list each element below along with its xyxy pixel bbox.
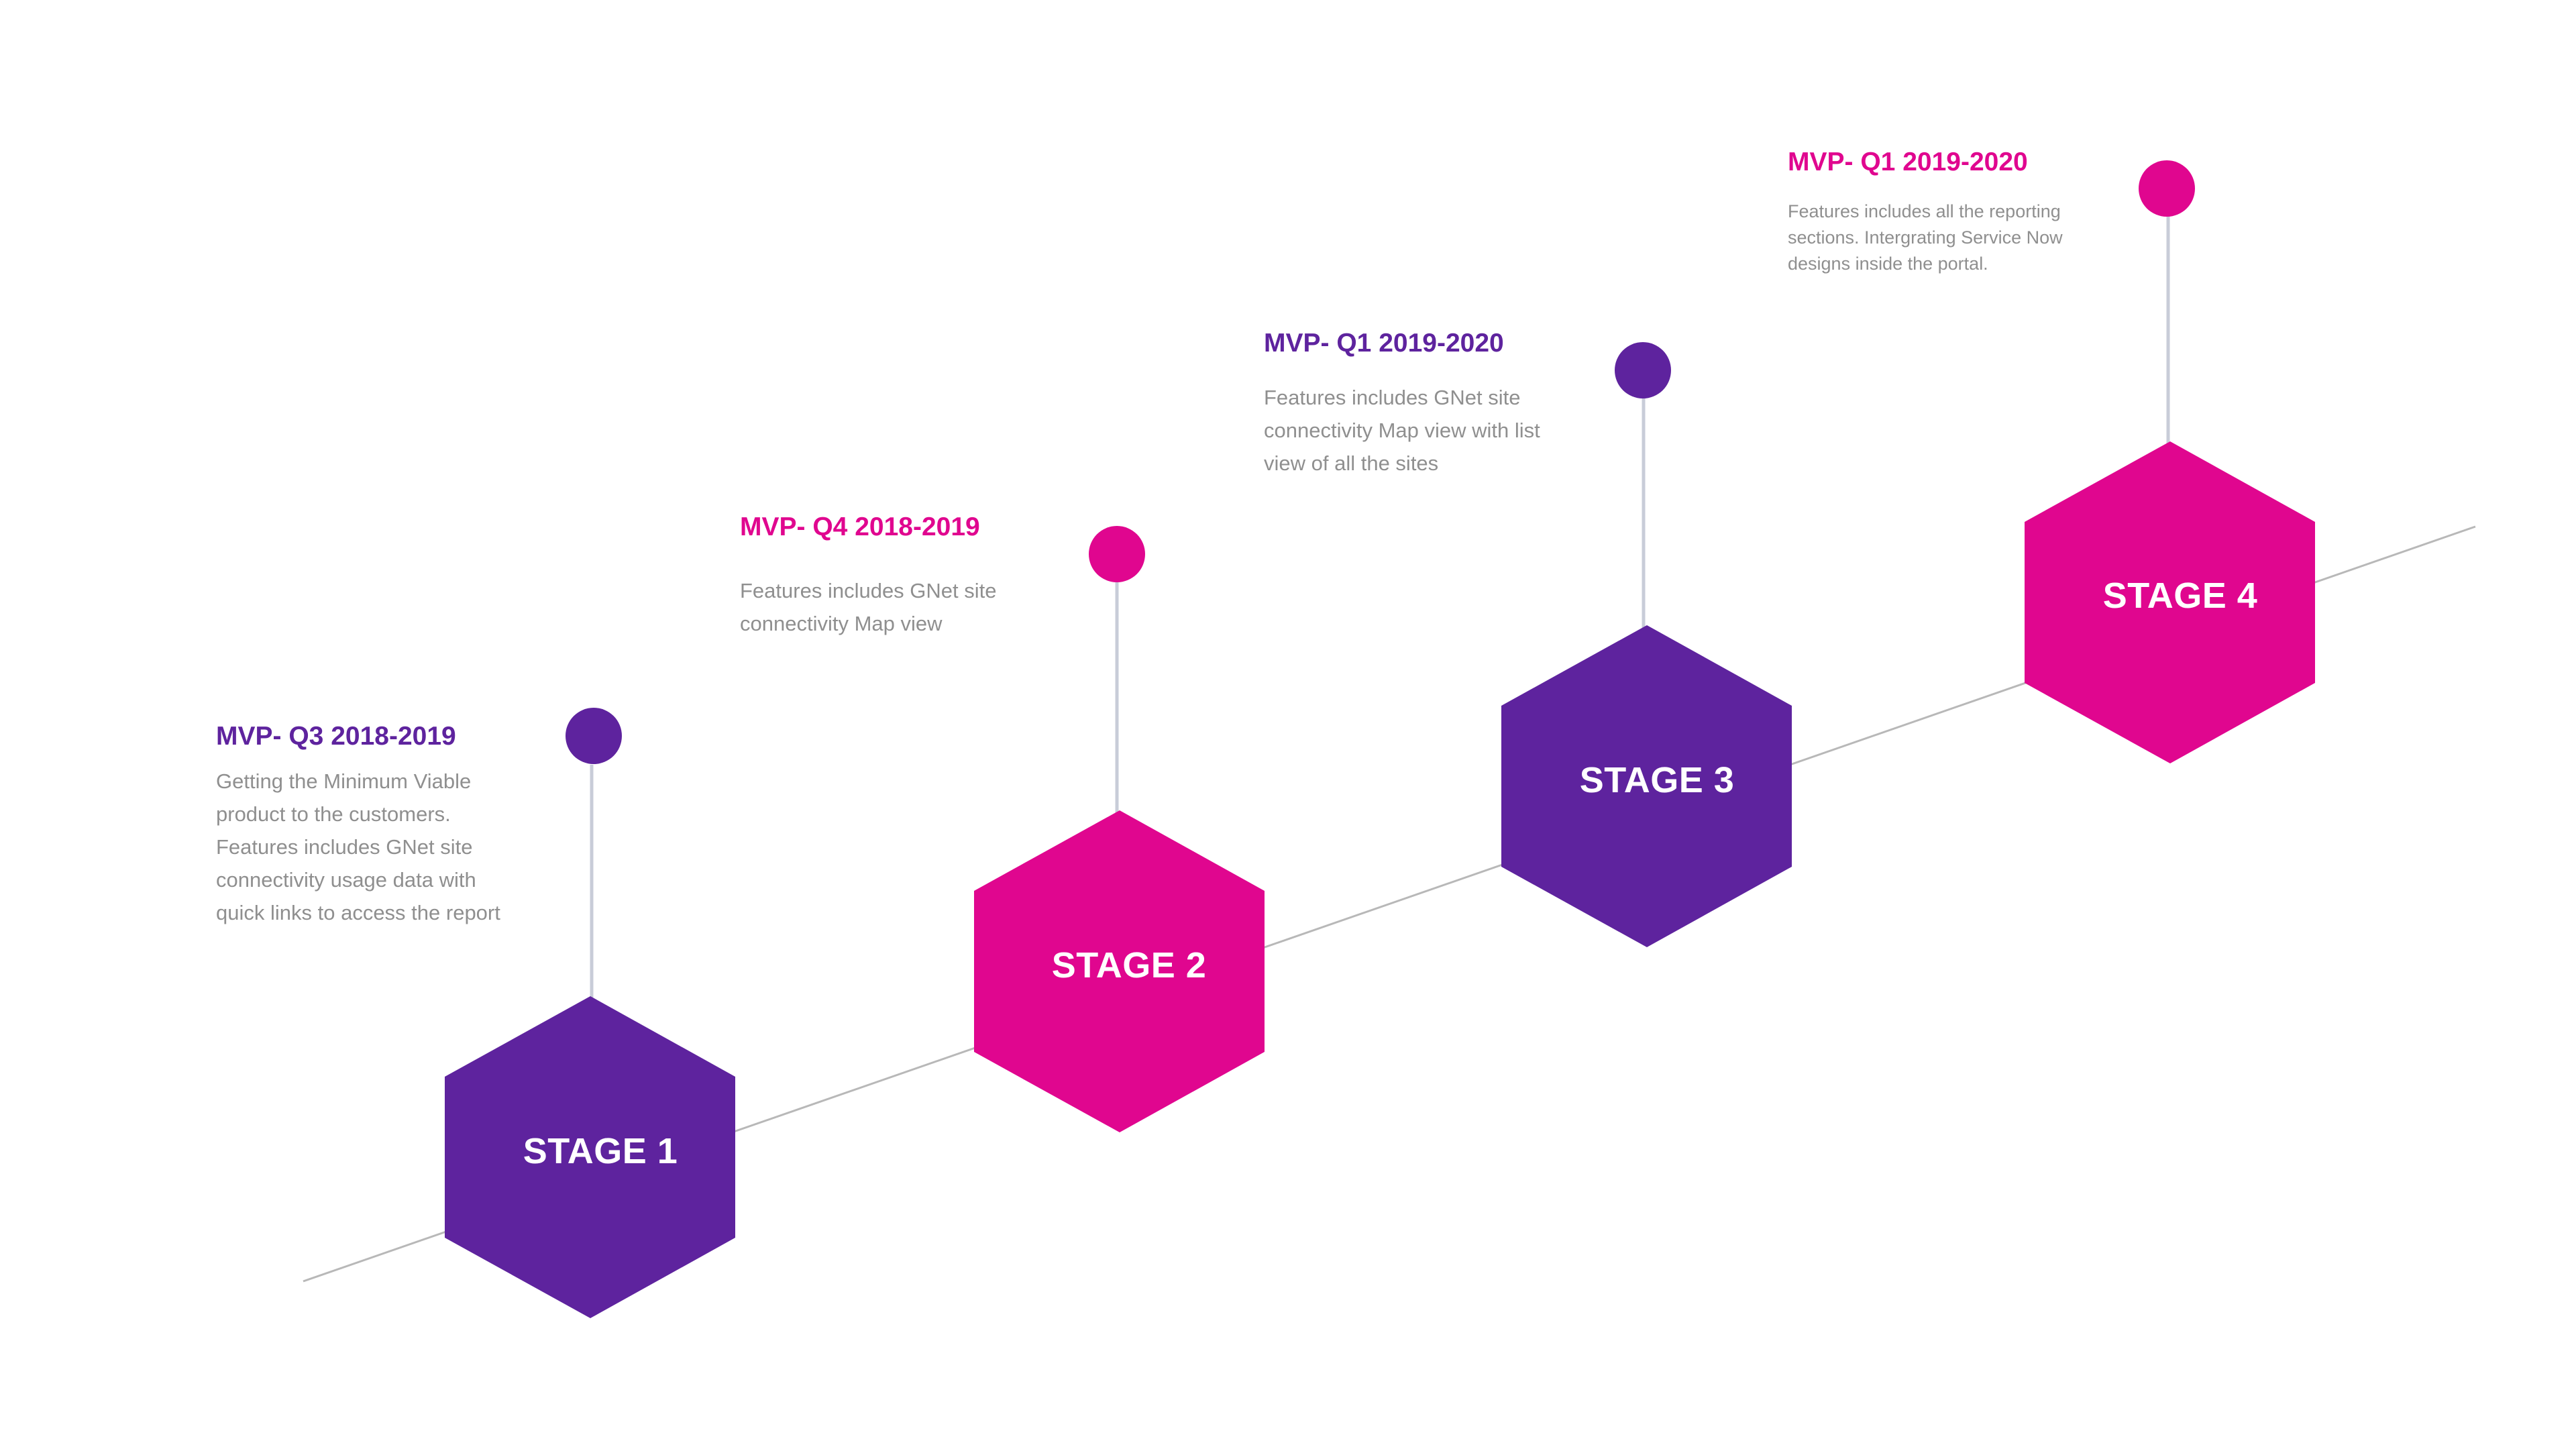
- stage-1-marker-dot: [566, 708, 622, 764]
- stage-3-group: [1501, 342, 1792, 947]
- stage-3-title: MVP- Q1 2019-2020: [1264, 329, 1504, 358]
- stage-4-description: Features includes all the reporting sect…: [1788, 201, 2063, 274]
- stage-4-label: STAGE 4: [2102, 576, 2258, 616]
- stage-1-group: [445, 708, 735, 1318]
- stage-2-hexagon: [974, 810, 1265, 1132]
- stage-2-description: Features includes GNet site connectivity…: [740, 579, 997, 635]
- stage-4-group: [2025, 160, 2315, 763]
- stage-1-hexagon: [445, 996, 735, 1318]
- stage-4-title: MVP- Q1 2019-2020: [1788, 148, 2028, 176]
- stage-3-label: STAGE 3: [1579, 760, 1735, 800]
- stage-1-description: Getting the Minimum Viable product to th…: [216, 769, 500, 924]
- stage-3-marker-dot: [1615, 342, 1671, 398]
- stage-2-marker-dot: [1089, 526, 1145, 582]
- stage-2-label: STAGE 2: [1051, 945, 1207, 985]
- stage-2-title: MVP- Q4 2018-2019: [740, 513, 980, 541]
- stage-3-description: Features includes GNet site connectivity…: [1264, 386, 1540, 475]
- stage-3-hexagon: [1501, 625, 1792, 947]
- stage-2-group: [974, 526, 1265, 1132]
- stage-1-label: STAGE 1: [523, 1131, 678, 1171]
- stage-4-marker-dot: [2139, 160, 2195, 217]
- stage-4-hexagon: [2025, 441, 2315, 763]
- stage-1-title: MVP- Q3 2018-2019: [216, 722, 456, 751]
